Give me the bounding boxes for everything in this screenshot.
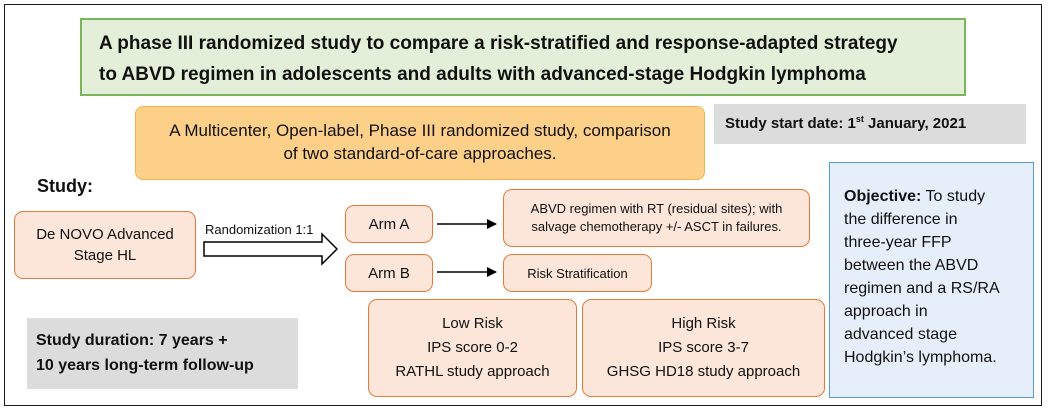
arm-a-label: Arm A [368, 215, 410, 233]
randomization-label: Randomization 1:1 [205, 222, 314, 237]
study-duration-box: Study duration: 7 years + 10 years long-… [27, 318, 298, 389]
study-design-line-1: A Multicenter, Open-label, Phase III ran… [169, 121, 671, 140]
high-risk-approach: GHSG HD18 study approach [606, 363, 801, 380]
objective-label: Objective: [844, 188, 922, 205]
randomization-block-arrow [203, 232, 339, 266]
arm-b-box: Arm B [345, 254, 433, 292]
low-risk-title: Low Risk [442, 315, 503, 332]
high-risk-box: High Risk IPS score 3-7 GHSG HD18 study … [582, 299, 825, 397]
population-line-1: De NOVO Advanced [36, 226, 174, 243]
study-design-box: A Multicenter, Open-label, Phase III ran… [135, 106, 705, 180]
start-date-suffix: st [855, 114, 864, 124]
low-risk-score: IPS score 0-2 [427, 339, 518, 356]
arm-a-treatment-line-2: salvage chemotherapy +/- ASCT in failure… [531, 219, 782, 234]
start-date-label: Study start date: 1 [725, 115, 856, 132]
study-start-date: Study start date: 1st January, 2021 [714, 104, 1026, 144]
arm-a-box: Arm A [345, 205, 433, 243]
objective-line: between the ABVD [844, 257, 979, 274]
high-risk-score: IPS score 3-7 [658, 339, 749, 356]
population-line-2: Stage HL [73, 247, 137, 264]
arm-a-treatment-box: ABVD regimen with RT (residual sites); w… [503, 189, 810, 247]
objective-line: advanced stage [844, 326, 957, 343]
start-date-rest: January, 2021 [863, 115, 967, 132]
population-box: De NOVO Advanced Stage HL [14, 211, 196, 279]
objective-line: approach in [844, 303, 928, 320]
arm-b-treatment-label: Risk Stratification [527, 265, 628, 281]
diagram-frame [4, 4, 1042, 406]
objective-line: To study [921, 188, 986, 205]
study-duration-line-2: 10 years long-term follow-up [36, 357, 254, 374]
objective-box: Objective: To study the difference in th… [829, 162, 1034, 398]
study-duration-line-1: Study duration: 7 years + [36, 332, 228, 349]
objective-line: Hodgkin’s lymphoma. [844, 349, 997, 366]
objective-line: regimen and a RS/RA [844, 280, 1000, 297]
objective-line: three-year FFP [844, 234, 952, 251]
arm-b-treatment-box: Risk Stratification [503, 254, 652, 292]
low-risk-box: Low Risk IPS score 0-2 RATHL study appro… [368, 299, 577, 397]
arm-a-treatment-line-1: ABVD regimen with RT (residual sites); w… [530, 201, 783, 216]
objective-line: the difference in [844, 211, 958, 228]
low-risk-approach: RATHL study approach [395, 363, 550, 380]
study-label: Study: [37, 176, 93, 196]
study-title: A phase III randomized study to compare … [80, 18, 966, 96]
study-title-line-1: A phase III randomized study to compare … [99, 33, 898, 54]
study-title-line-2: to ABVD regimen in adolescents and adult… [99, 64, 866, 85]
high-risk-title: High Risk [671, 315, 736, 332]
study-design-line-2: of two standard-of-care approaches. [283, 144, 557, 163]
arm-b-label: Arm B [368, 264, 410, 282]
